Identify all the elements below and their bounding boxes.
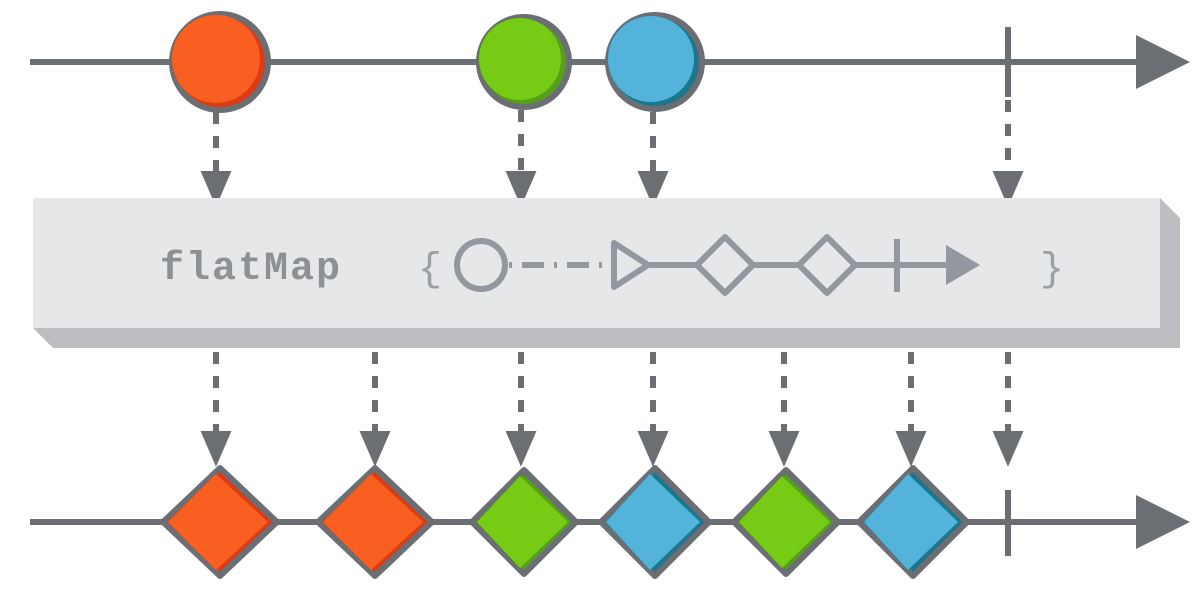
operator-open-brace: { (418, 248, 442, 293)
result-timeline-group (30, 465, 1190, 579)
operator-label: flatMap (160, 247, 342, 292)
result-marble-diamond-blue-2[interactable] (856, 465, 970, 579)
result-marble-diamond-green-1[interactable] (469, 467, 579, 577)
inner-diamond-2 (796, 234, 858, 296)
result-marble-diamond-blue-1[interactable] (598, 465, 712, 579)
result-marble-diamond-orange-2[interactable] (315, 465, 435, 579)
inner-play-triangle-icon (611, 240, 651, 290)
inner-circle-marble (454, 238, 508, 292)
operator-to-result-arrows (200, 352, 1024, 467)
result-marble-diamond-orange-1[interactable] (160, 465, 280, 579)
source-marble-circle-green[interactable] (476, 14, 572, 110)
inner-marble-diagram (454, 234, 980, 296)
inner-arrow-head (946, 245, 980, 285)
source-marble-circle-blue[interactable] (605, 12, 705, 112)
operator-box-shadow (33, 198, 1180, 348)
operator-box-group[interactable]: flatMap { } (33, 198, 1180, 348)
source-to-operator-arrows (200, 100, 1024, 207)
operator-close-brace: } (1040, 248, 1064, 293)
source-marble-circle-orange[interactable] (169, 11, 271, 113)
inner-diamond-1 (694, 234, 756, 296)
result-marble-diamond-green-2[interactable] (731, 467, 841, 577)
source-timeline-group (30, 11, 1190, 113)
